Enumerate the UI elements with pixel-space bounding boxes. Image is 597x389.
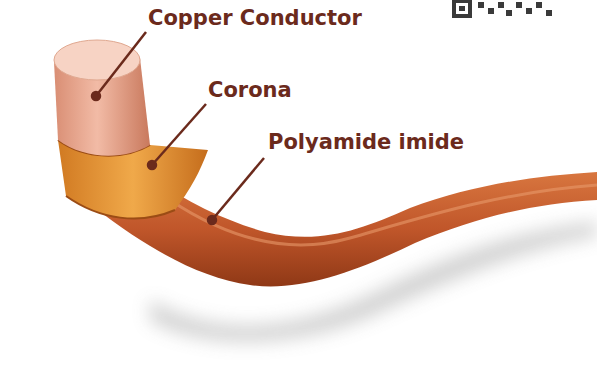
qr-code-fragment xyxy=(452,0,552,18)
part-label: Corona xyxy=(208,78,292,102)
leader-dot xyxy=(148,161,156,169)
leader-dot xyxy=(92,92,100,100)
leader-line xyxy=(152,104,206,165)
corona-edge xyxy=(66,196,175,218)
leader-dot xyxy=(208,216,216,224)
leader-lines xyxy=(92,32,264,224)
leader-line xyxy=(212,158,264,220)
part-label: Copper Conductor xyxy=(148,6,362,30)
part-label: Polyamide imide xyxy=(268,130,464,154)
copper-end-face xyxy=(54,40,140,80)
leader-line xyxy=(96,32,146,96)
